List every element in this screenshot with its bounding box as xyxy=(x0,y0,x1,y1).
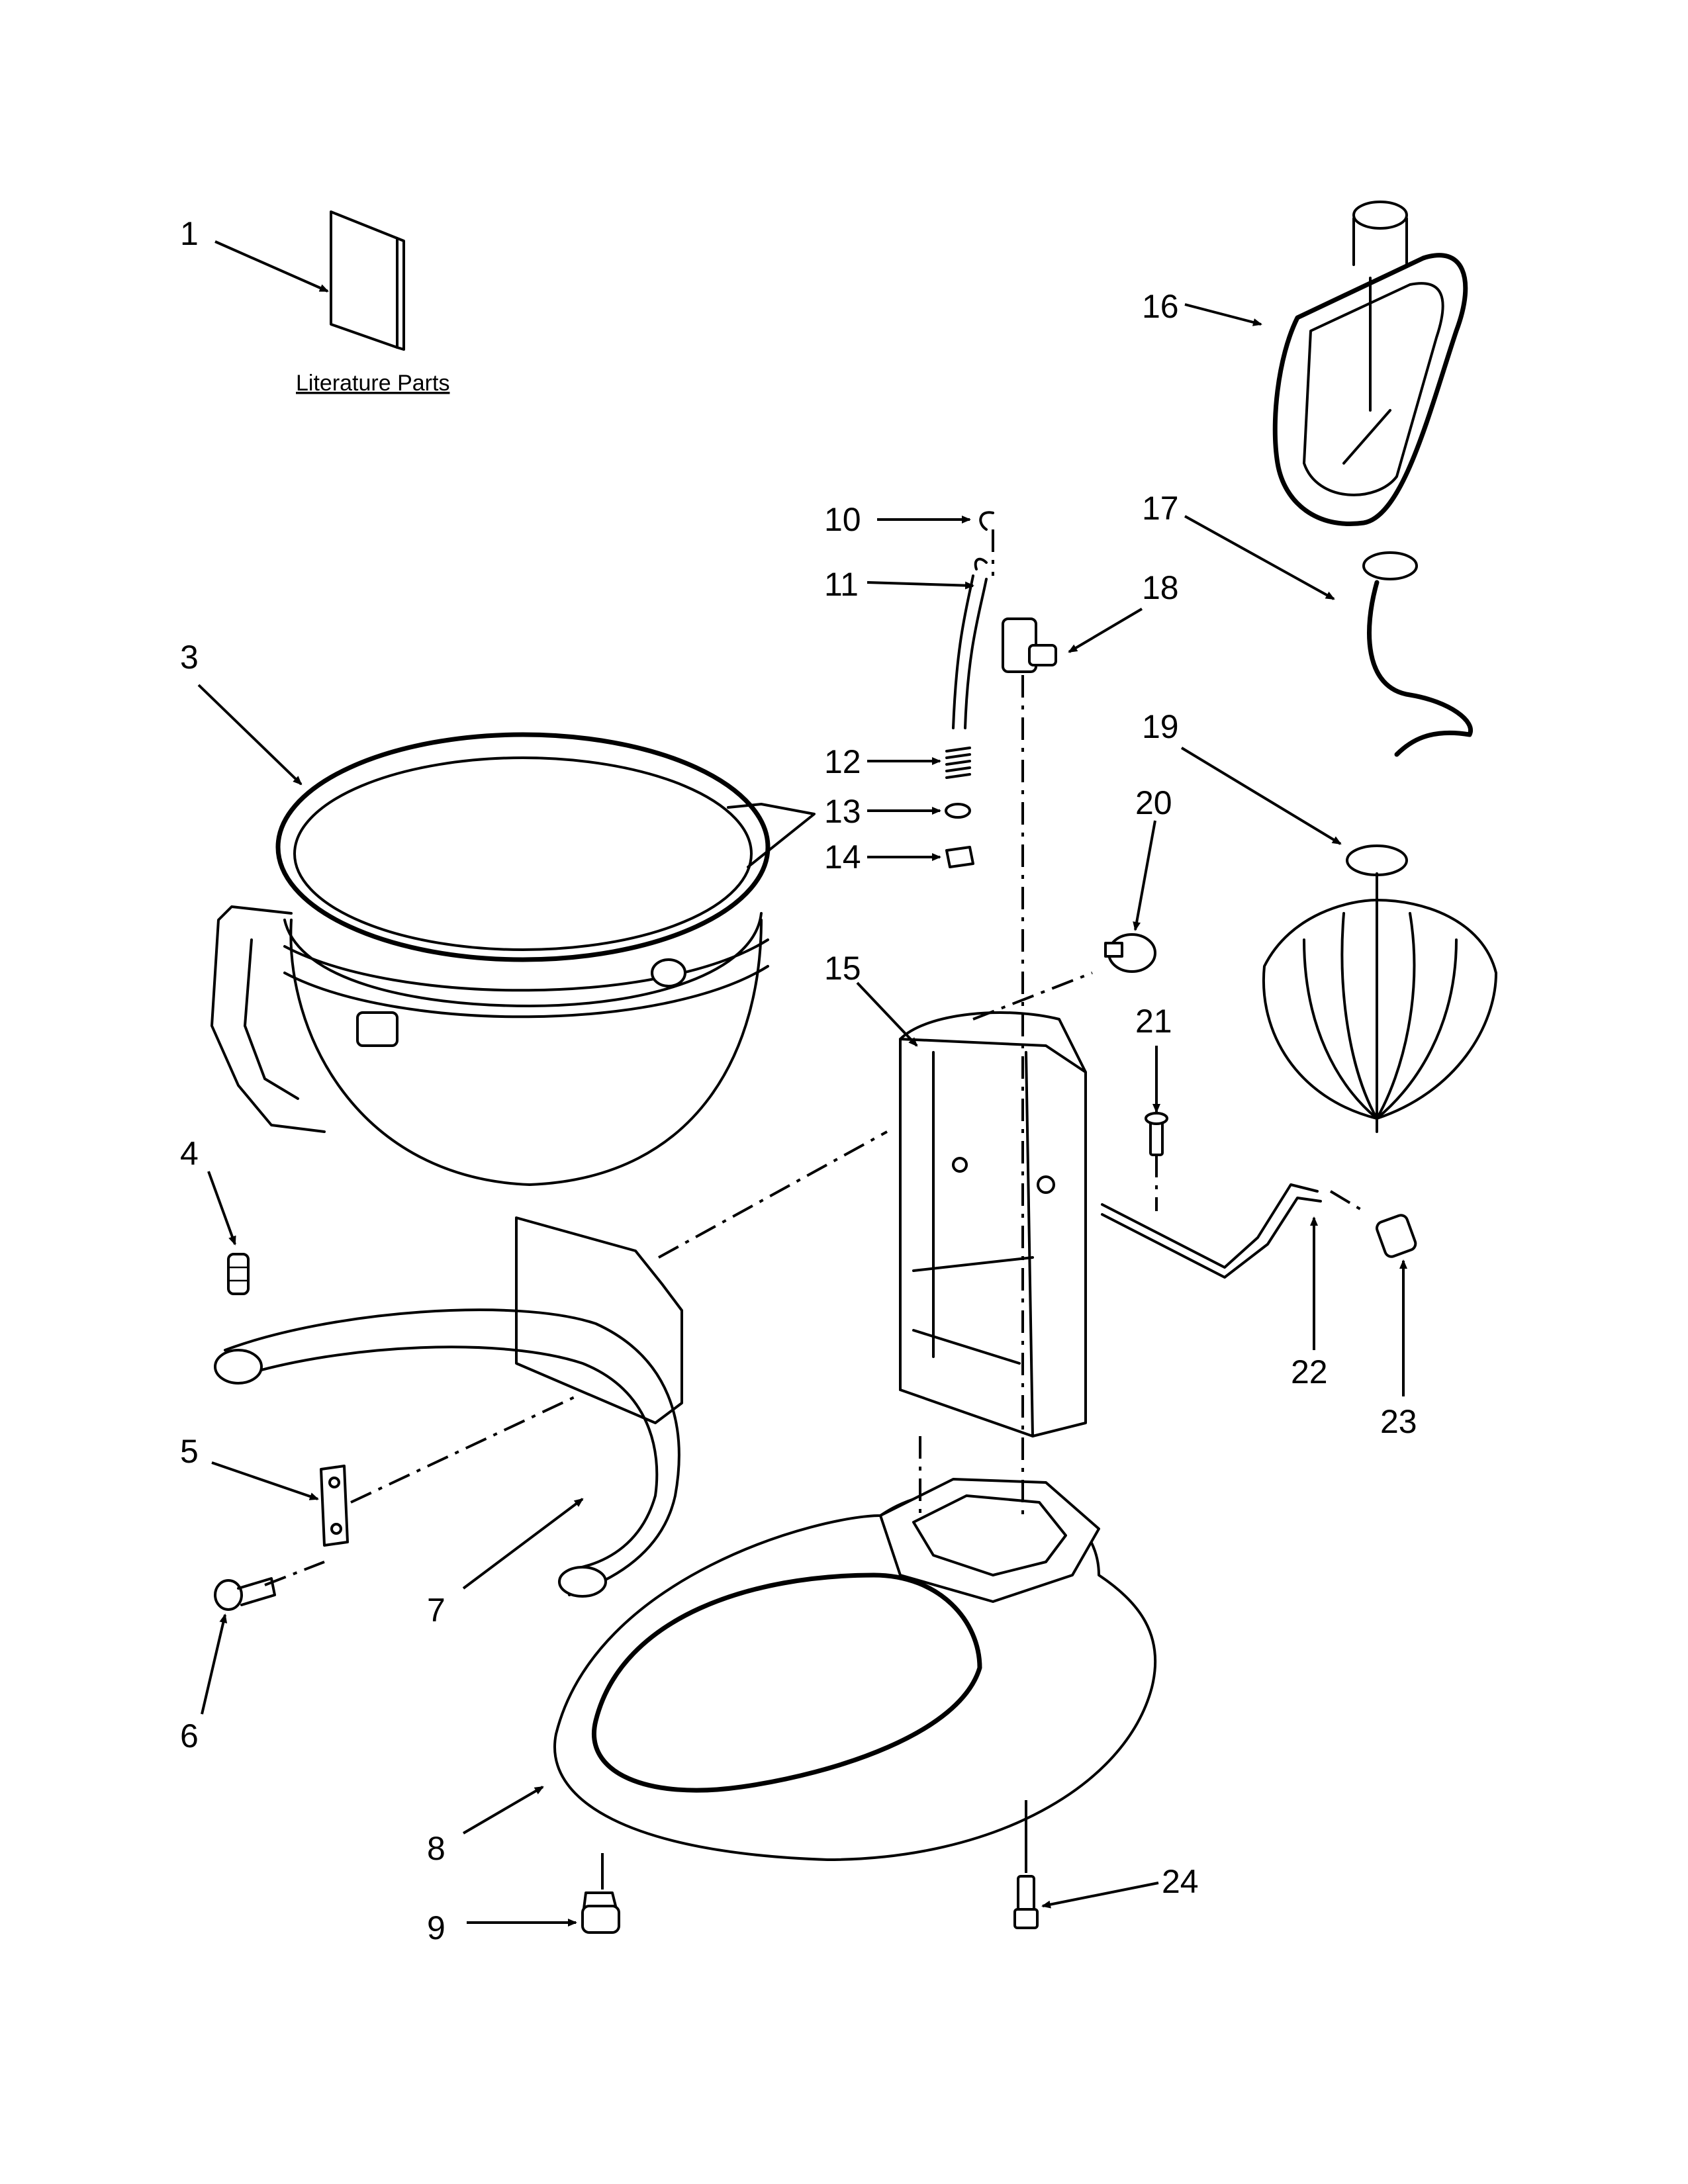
retaining-clip xyxy=(979,511,994,531)
callout-8: 8 xyxy=(427,1830,445,1867)
bowl-support-bracket xyxy=(214,1216,683,1598)
base-foot xyxy=(581,1891,620,1934)
clamp-screw xyxy=(214,1577,276,1611)
leader-24 xyxy=(1041,1882,1159,1909)
spring xyxy=(945,747,971,779)
callout-11: 11 xyxy=(824,566,859,603)
leader-1 xyxy=(214,240,329,293)
callout-3: 3 xyxy=(180,639,199,676)
leader-4 xyxy=(207,1171,236,1246)
clamp-plate xyxy=(320,1465,349,1547)
leader-6 xyxy=(201,1614,228,1715)
callout-16: 16 xyxy=(1142,288,1179,325)
callout-12: 12 xyxy=(824,743,861,780)
washer xyxy=(945,803,971,819)
leader-5 xyxy=(211,1461,319,1500)
leader-18 xyxy=(1068,608,1143,653)
bowl-pin xyxy=(227,1253,250,1295)
pedestal-column xyxy=(899,1011,1087,1437)
dough-hook xyxy=(1362,551,1473,757)
callout-22: 22 xyxy=(1291,1353,1328,1390)
callout-14: 14 xyxy=(824,839,861,876)
callout-19: 19 xyxy=(1142,708,1179,745)
centerline-speed-control xyxy=(972,972,1093,1021)
hinge-pivot-block xyxy=(1002,617,1057,673)
speed-control-knob xyxy=(1104,933,1156,973)
literature-parts-label: Literature Parts xyxy=(296,371,449,396)
callout-21: 21 xyxy=(1135,1003,1172,1040)
callout-6: 6 xyxy=(180,1717,199,1754)
bowl-lift-handle xyxy=(1101,1183,1322,1279)
callout-23: 23 xyxy=(1380,1403,1417,1440)
mixer-base xyxy=(553,1478,1157,1861)
callout-13: 13 xyxy=(824,793,861,830)
callout-7: 7 xyxy=(427,1592,445,1629)
callout-20: 20 xyxy=(1135,784,1172,821)
leader-16 xyxy=(1184,303,1262,326)
leader-20 xyxy=(1133,820,1156,931)
hinge-screw xyxy=(1145,1112,1168,1156)
callout-4: 4 xyxy=(180,1135,199,1172)
leader-8 xyxy=(462,1786,544,1835)
mixing-bowl xyxy=(211,732,816,1186)
callout-17: 17 xyxy=(1142,490,1179,527)
leader-15 xyxy=(856,981,918,1047)
leader-7 xyxy=(462,1498,584,1590)
centerline-clamp xyxy=(350,1395,577,1504)
handle-grip xyxy=(1376,1214,1417,1258)
centerline-bracket-column xyxy=(658,1130,888,1259)
callout-24: 24 xyxy=(1162,1863,1199,1900)
centerline-screw xyxy=(264,1561,325,1586)
hex-nut xyxy=(945,846,974,868)
base-screw xyxy=(1013,1875,1039,1929)
leader-11 xyxy=(867,581,974,590)
callout-9: 9 xyxy=(427,1909,445,1946)
callout-10: 10 xyxy=(824,501,861,538)
leader-3 xyxy=(197,684,303,786)
centerline-grip xyxy=(1329,1190,1365,1212)
callout-1: 1 xyxy=(180,215,199,252)
callout-15: 15 xyxy=(824,950,861,987)
flat-beater xyxy=(1272,201,1468,526)
literature-booklet xyxy=(330,210,405,351)
leader-17 xyxy=(1184,515,1335,600)
callout-5: 5 xyxy=(180,1433,199,1470)
callout-18: 18 xyxy=(1142,569,1179,606)
wire-whip xyxy=(1262,844,1497,1133)
leader-19 xyxy=(1180,747,1342,845)
